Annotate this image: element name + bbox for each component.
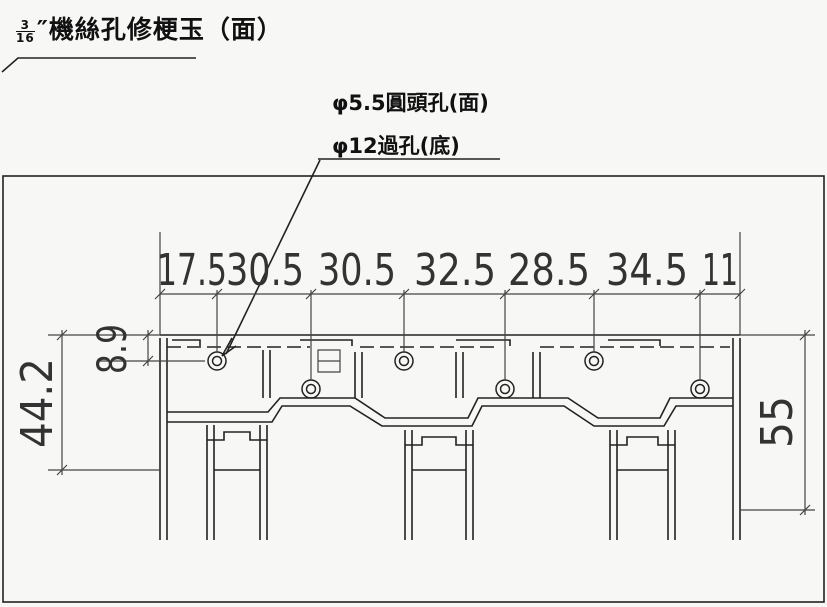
stepped-web (167, 397, 733, 419)
title: 3 16 ″機絲孔修梗玉（面） (16, 10, 283, 46)
title-leader-line (1, 57, 196, 73)
channel-right (609, 430, 676, 540)
hole-bottom-3 (690, 379, 710, 399)
dim-top-2: 30.5 (226, 245, 304, 296)
note-round-head-hole: φ5.5圓頭孔(面) (332, 91, 489, 115)
left-dimensions (48, 329, 205, 476)
fraction-numerator: 3 (16, 19, 35, 32)
right-dimension (740, 329, 815, 516)
channel-left (206, 425, 268, 540)
note-through-hole: φ12過孔(底) (332, 134, 460, 158)
title-fraction: 3 16 (16, 19, 35, 44)
hole-top-2 (394, 351, 414, 371)
top-dimension-chain (154, 232, 746, 380)
dim-top-3: 30.5 (318, 245, 396, 296)
top-dimension-labels: 17.5 30.5 30.5 32.5 28.5 34.5 11 (157, 245, 738, 296)
hole-top-3 (584, 351, 604, 371)
dim-top-1: 17.5 (157, 245, 227, 296)
title-text: ″機絲孔修梗玉（面） (36, 15, 283, 44)
hole-top-1 (207, 351, 227, 371)
channel-middle (404, 430, 474, 540)
dim-left-inner: 8.9 (90, 324, 136, 374)
dim-right: 55 (752, 396, 803, 448)
drawing-border (2, 175, 825, 603)
fraction-denominator: 16 (16, 30, 35, 45)
dim-top-4: 32.5 (414, 245, 496, 296)
dim-top-6: 34.5 (606, 245, 688, 296)
hole-bottom-1 (301, 379, 321, 399)
hole-bottom-2 (495, 379, 515, 399)
dim-top-5: 28.5 (508, 245, 590, 296)
holes (207, 351, 710, 399)
note-leader-line (225, 159, 321, 355)
dim-top-7: 11 (702, 245, 738, 296)
dim-left-outer: 44.2 (12, 358, 63, 448)
